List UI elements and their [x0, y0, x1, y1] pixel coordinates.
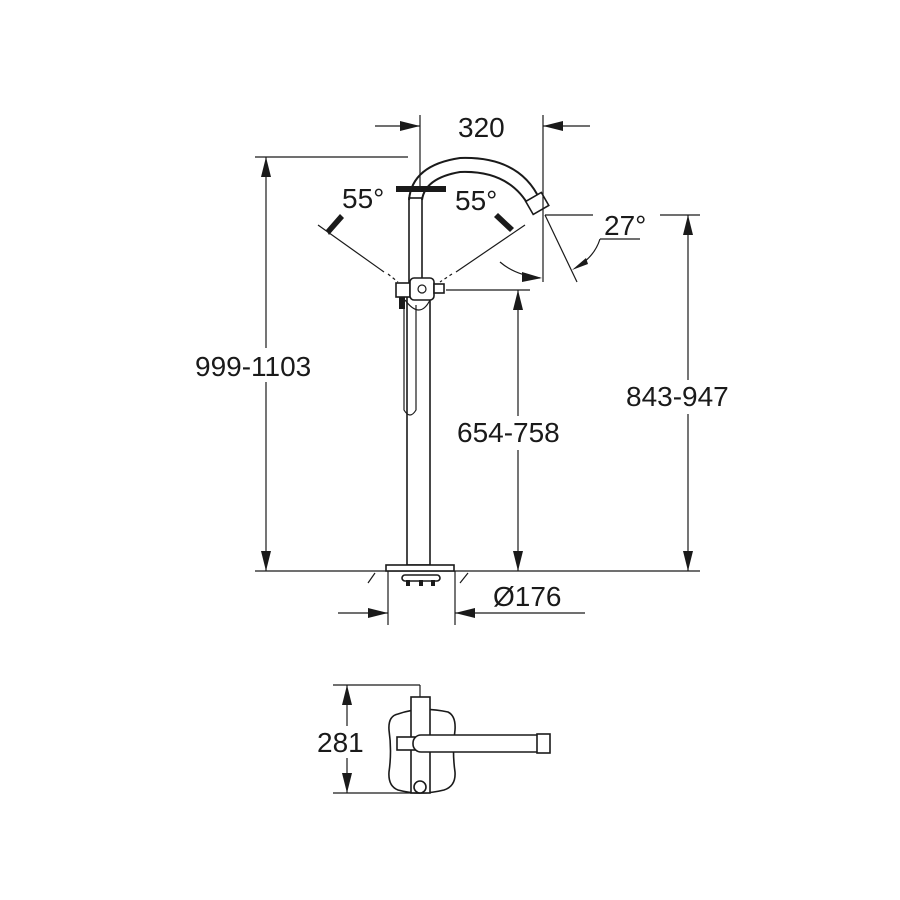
dim-base-diameter: Ø176: [338, 581, 585, 625]
reach-label: 320: [458, 112, 505, 143]
dim-outlet-height: 843-947: [625, 214, 749, 571]
elevation-view: 55° 55° 27° 320: [195, 112, 749, 625]
valve-body: [395, 277, 445, 311]
floor-flange: [367, 571, 469, 588]
angle-55-right: 55°: [439, 185, 526, 283]
handle-height-label: 654-758: [457, 417, 560, 448]
column: [406, 294, 431, 566]
angle-55-left: 55°: [317, 183, 446, 283]
plan-view: 281: [316, 684, 551, 794]
spout-angle-label: 27°: [604, 210, 646, 241]
outlet-height-label: 843-947: [626, 381, 729, 412]
total-height-label: 999-1103: [195, 351, 311, 382]
angle-left-label: 55°: [342, 183, 384, 214]
dim-320: 320: [375, 112, 590, 282]
angle-right-label: 55°: [455, 185, 497, 216]
base-plate: [385, 564, 455, 572]
dim-plan-depth: 281: [316, 684, 420, 794]
dim-handle-height: 654-758: [446, 289, 580, 571]
base-diameter-label: Ø176: [493, 581, 562, 612]
dim-total-height: 999-1103: [195, 156, 408, 571]
plan-depth-label: 281: [317, 727, 364, 758]
angle-27: 27°: [499, 210, 680, 283]
plan-spout: [412, 734, 545, 753]
